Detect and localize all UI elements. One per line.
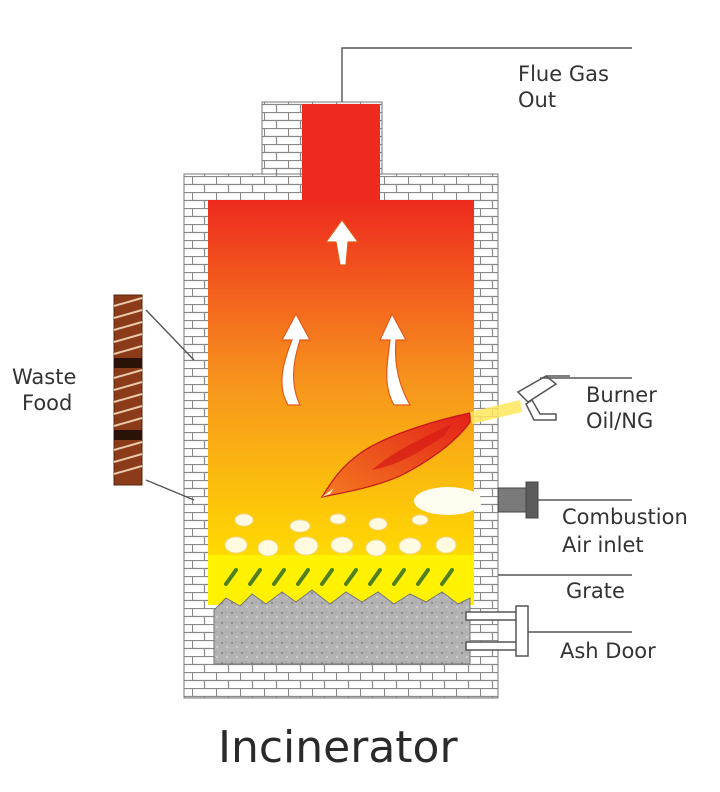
label-flue-gas-out: Out [518, 88, 556, 112]
burner-plume [320, 400, 522, 498]
labels: Flue Gas Out Waste Food Burner Oil/NG Co… [12, 62, 688, 773]
arrow-up-icon [379, 312, 412, 406]
waste-food-column [113, 294, 143, 486]
ash-door [465, 605, 529, 657]
diagram-title: Incinerator [218, 722, 458, 773]
label-burner: Burner [586, 383, 657, 407]
label-grate: Grate [566, 579, 625, 603]
burner-nozzle-icon [516, 375, 570, 421]
flow-arrows [280, 218, 412, 406]
flue-channel [302, 104, 380, 214]
combustion-air-puff [414, 487, 482, 515]
waste-pieces [224, 513, 457, 557]
label-ash-door: Ash Door [560, 639, 656, 663]
leader-lines [145, 47, 632, 633]
air-inlet-pipe [497, 481, 539, 519]
label-flue-gas: Flue Gas [518, 62, 609, 86]
ash-bed [213, 589, 471, 665]
label-air-inlet: Air inlet [562, 533, 644, 557]
grate-bars [224, 568, 454, 586]
arrow-up-icon [280, 312, 312, 406]
label-oil-ng: Oil/NG [586, 409, 653, 433]
label-combustion: Combustion [562, 505, 688, 529]
arrow-up-icon [324, 218, 360, 266]
label-food: Food [22, 391, 72, 415]
label-waste: Waste [12, 365, 76, 389]
